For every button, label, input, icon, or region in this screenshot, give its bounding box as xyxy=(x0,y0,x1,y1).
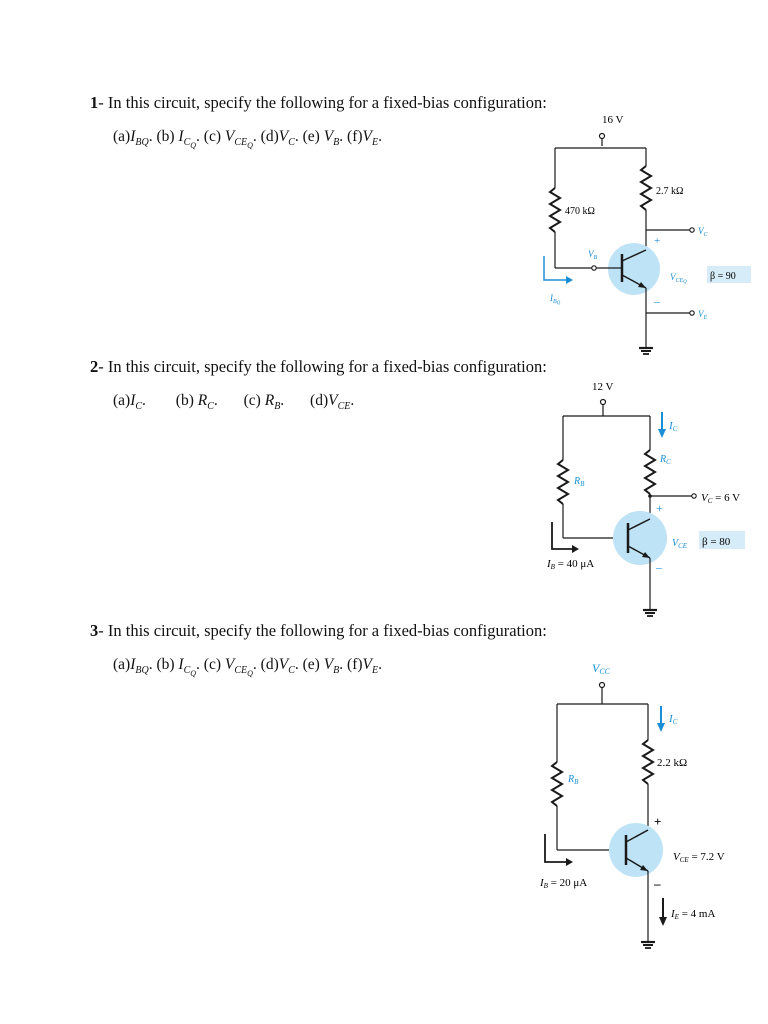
circuit-1-vc-label: VC xyxy=(698,226,709,238)
question-2-number: 2 xyxy=(90,357,99,376)
circuit-1-transistor-body xyxy=(608,243,660,295)
circuit-2-supply-label: 12 V xyxy=(592,381,614,393)
circuit-3-plus: + xyxy=(654,814,661,829)
question-3-text: In this circuit, specify the following f… xyxy=(107,621,547,640)
circuit-2-transistor-body xyxy=(613,511,667,565)
circuit-1-plus: + xyxy=(654,235,660,247)
question-3-title: 3- In this circuit, specify the followin… xyxy=(90,621,547,641)
circuit-1-rb-resistor xyxy=(548,187,562,233)
question-2-text: In this circuit, specify the following f… xyxy=(107,357,547,376)
circuit-2-vce-label: VCE xyxy=(672,538,688,550)
circuit-1-rc-resistor xyxy=(639,165,653,211)
circuit-2-rc-label: RC xyxy=(659,454,671,466)
question-1-title: 1- In this circuit, specify the followin… xyxy=(90,93,547,113)
circuit-2-ib-label: IB = 40 μA xyxy=(546,558,594,571)
circuit-1-rc-label: 2.7 kΩ xyxy=(656,186,683,197)
question-1-parts: (a)IBQ. (b) ICQ. (c) VCEQ. (d)VC. (e) VB… xyxy=(113,128,382,151)
circuit-3-ie-label: IE = 4 mA xyxy=(670,908,715,921)
circuit-3-rc-label: 2.2 kΩ xyxy=(657,757,687,769)
question-2-title: 2- In this circuit, specify the followin… xyxy=(90,357,547,377)
circuit-2-beta-label: β = 80 xyxy=(702,536,731,548)
circuit-2: 12 V IC RB IB = 40 μA RC VC = 6 V + – VC… xyxy=(546,381,745,617)
circuit-1-beta-box xyxy=(707,266,751,283)
circuit-1-beta-label: β = 90 xyxy=(710,271,736,282)
circuit-1-ground-icon xyxy=(639,346,653,355)
circuit-3-minus: – xyxy=(653,876,661,891)
circuit-3-vce-label: VCE = 7.2 V xyxy=(673,851,725,864)
circuit-2-minus: – xyxy=(655,560,663,574)
question-1-text: In this circuit, specify the following f… xyxy=(107,93,547,112)
circuit-2-ic-label: IC xyxy=(668,420,678,433)
circuit-2-rc-resistor xyxy=(643,449,657,495)
question-1-number: 1 xyxy=(90,93,99,112)
circuit-1-minus: – xyxy=(653,294,661,308)
circuit-3-supply-label: VCC xyxy=(592,661,611,676)
question-3-dash: - xyxy=(98,621,108,640)
circuit-2-ground-icon xyxy=(643,608,657,617)
circuit-1-ve-label: VE xyxy=(698,309,708,321)
circuit-1-ve-terminal xyxy=(689,310,695,316)
circuit-2-rb-resistor xyxy=(556,459,570,505)
question-3-number: 3 xyxy=(90,621,99,640)
circuit-2-vc-label: VC = 6 V xyxy=(701,492,740,505)
circuit-1-supply-label: 16 V xyxy=(602,114,624,126)
circuit-2-beta-box xyxy=(699,531,745,549)
circuit-2-supply-terminal xyxy=(599,398,607,406)
question-2-parts: (a)IC. (b) RC. (c) RB. (d)VCE. xyxy=(113,392,355,413)
circuit-1-ibq-label: IBQ xyxy=(549,293,561,306)
circuit-3-transistor-body xyxy=(609,823,663,877)
circuit-3-rb-label: RB xyxy=(567,774,579,786)
circuit-1-supply-terminal xyxy=(598,132,606,140)
circuit-3-supply-terminal xyxy=(598,681,606,689)
question-2-dash: - xyxy=(98,357,108,376)
circuit-3-ib-arrow xyxy=(544,834,566,863)
circuit-3-rc-resistor xyxy=(641,739,655,785)
circuit-1-vce-label: VCEQ xyxy=(670,272,687,285)
question-1-dash: - xyxy=(98,93,108,112)
circuit-3-ib-label: IB = 20 μA xyxy=(539,877,587,890)
circuit-3-rb-resistor xyxy=(550,761,564,807)
circuit-1-rb-label: 470 kΩ xyxy=(565,206,595,217)
circuit-2-plus: + xyxy=(656,501,663,515)
circuit-1-ibq-arrow xyxy=(543,256,566,281)
circuit-1-vb-label: VB xyxy=(588,249,598,261)
circuit-1-vc-terminal xyxy=(689,227,695,233)
circuit-1: 16 V 470 kΩ VB IBQ 2.7 kΩ VC + – VCEQ β … xyxy=(543,114,751,355)
circuit-3: VCC IC RB IB = 20 μA 2.2 kΩ + – VCE = 7.… xyxy=(539,661,725,949)
circuit-2-vc-terminal xyxy=(691,493,697,499)
circuit-3-ic-label: IC xyxy=(668,713,678,726)
circuit-3-ground-icon xyxy=(641,940,655,949)
circuit-1-vb-terminal xyxy=(591,265,597,271)
circuit-2-rb-label: RB xyxy=(573,476,585,488)
question-3-parts: (a)IBQ. (b) ICQ. (c) VCEQ. (d)VC. (e) VB… xyxy=(113,656,382,679)
circuit-2-ib-arrow xyxy=(551,522,572,550)
